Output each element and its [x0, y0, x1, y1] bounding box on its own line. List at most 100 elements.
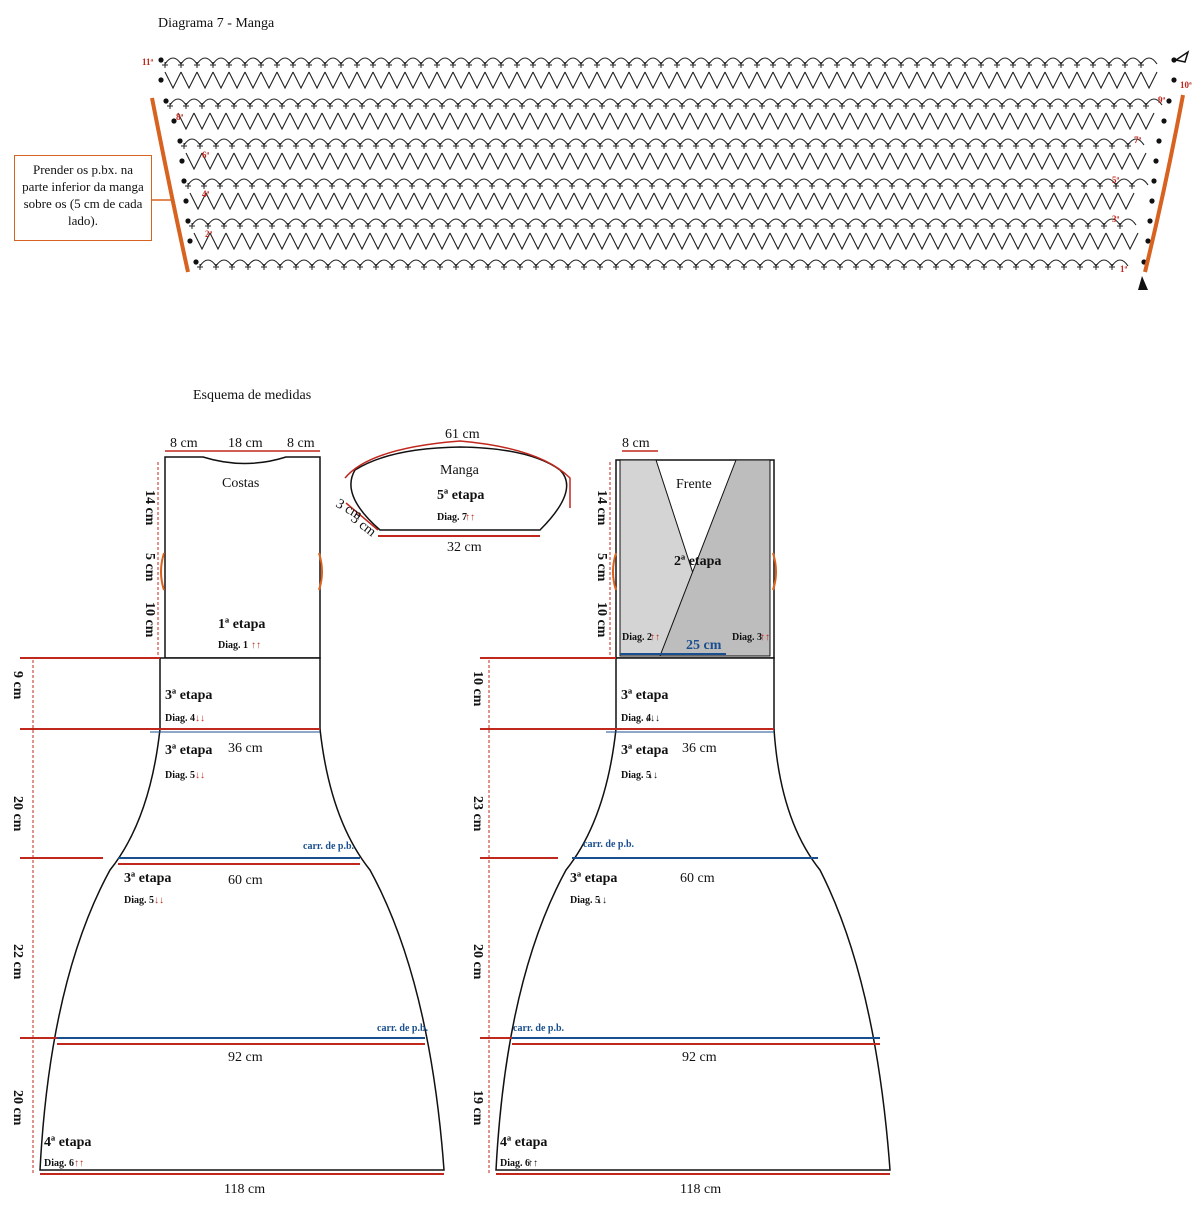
single-crochet-mark	[615, 103, 621, 109]
single-crochet-mark	[277, 264, 283, 270]
costas-etapa4: 4ª etapa	[44, 1135, 91, 1150]
single-crochet-mark	[455, 103, 461, 109]
single-crochet-mark	[885, 143, 891, 149]
sleeve-note-box: Prender os p.bx. na parte inferior da ma…	[14, 155, 152, 241]
single-crochet-mark	[301, 223, 307, 229]
single-crochet-mark	[743, 103, 749, 109]
frente-20cm: 20 cm	[470, 944, 485, 980]
single-crochet-mark	[349, 223, 355, 229]
single-crochet-mark	[541, 223, 547, 229]
single-crochet-mark	[709, 264, 715, 270]
single-crochet-mark	[425, 183, 431, 189]
single-crochet-mark	[199, 103, 205, 109]
single-crochet-mark	[317, 223, 323, 229]
single-crochet-mark	[409, 183, 415, 189]
row-label-11: 11ª	[142, 57, 154, 67]
crochet-row	[158, 57, 1177, 68]
single-crochet-mark	[729, 183, 735, 189]
single-crochet-mark	[599, 103, 605, 109]
row-label-1: 1ª	[1120, 264, 1128, 274]
single-crochet-mark	[329, 183, 335, 189]
single-crochet-mark	[917, 143, 923, 149]
single-crochet-mark	[597, 264, 603, 270]
single-crochet-mark	[185, 183, 191, 189]
single-crochet-mark	[261, 143, 267, 149]
single-crochet-mark	[373, 264, 379, 270]
single-crochet-mark	[181, 143, 187, 149]
costas-20cm-a: 20 cm	[10, 796, 25, 832]
single-crochet-mark	[669, 223, 675, 229]
frente-diag3: Diag. 3	[732, 632, 762, 643]
single-crochet-mark	[1077, 264, 1083, 270]
single-crochet-mark	[509, 223, 515, 229]
single-crochet-mark	[501, 264, 507, 270]
frente-armhole-mark-left	[612, 552, 617, 591]
single-crochet-mark	[1090, 62, 1096, 68]
single-crochet-mark	[197, 143, 203, 149]
manga-diag7: Diag. 7	[437, 512, 467, 523]
single-crochet-mark	[178, 62, 184, 68]
single-crochet-mark	[489, 183, 495, 189]
crochet-stitches	[183, 138, 1145, 146]
costas-diag5-b-down-arrows-icon: ↓↓	[154, 895, 164, 906]
single-crochet-mark	[706, 62, 712, 68]
single-crochet-mark	[661, 143, 667, 149]
single-crochet-mark	[645, 264, 651, 270]
crochet-stitches	[193, 232, 1139, 251]
single-crochet-mark	[989, 223, 995, 229]
single-crochet-mark	[341, 143, 347, 149]
single-crochet-mark	[797, 223, 803, 229]
single-crochet-mark	[343, 103, 349, 109]
frente-23cm: 23 cm	[470, 796, 485, 832]
single-crochet-mark	[709, 143, 715, 149]
frente-19cm: 19 cm	[470, 1090, 485, 1126]
single-crochet-mark	[375, 103, 381, 109]
manga-61cm: 61 cm	[445, 427, 480, 442]
diagram7-chart: Diagrama 7 - Manga 11ª 8ª 6ª 4ª 2ª 10ª 9…	[142, 16, 1192, 290]
single-crochet-mark	[1029, 264, 1035, 270]
single-crochet-mark	[194, 62, 200, 68]
single-crochet-mark	[359, 103, 365, 109]
single-crochet-mark	[903, 103, 909, 109]
single-crochet-mark	[825, 183, 831, 189]
single-crochet-mark	[869, 143, 875, 149]
chain-dot	[1147, 218, 1153, 224]
single-crochet-mark	[1138, 62, 1144, 68]
crochet-row	[163, 98, 1172, 109]
single-crochet-mark	[1061, 264, 1067, 270]
costas-bodice-outline	[164, 456, 321, 659]
single-crochet-mark	[937, 183, 943, 189]
single-crochet-mark	[775, 103, 781, 109]
costas-diag6: Diag. 6	[44, 1158, 74, 1169]
row-label-8: 8ª	[176, 112, 184, 122]
crochet-row	[158, 71, 1177, 90]
frente-skirt-outline	[495, 728, 891, 1171]
costas-piece: 8 cm 18 cm 8 cm Costas 14 cm 5 cm 10 cm …	[10, 436, 445, 1197]
row-label-9: 9ª	[1158, 95, 1166, 105]
chain-dot	[1145, 238, 1151, 244]
single-crochet-mark	[873, 183, 879, 189]
single-crochet-mark	[649, 183, 655, 189]
manga-outline	[350, 446, 568, 531]
single-crochet-mark	[805, 264, 811, 270]
single-crochet-mark	[725, 143, 731, 149]
single-crochet-mark	[629, 143, 635, 149]
single-crochet-mark	[850, 62, 856, 68]
frente-etapa3-c: 3ª etapa	[570, 871, 617, 886]
right-edge-mark	[1143, 94, 1185, 273]
single-crochet-mark	[711, 103, 717, 109]
frente-10cm: 10 cm	[594, 602, 609, 638]
costas-diag1: Diag. 1	[218, 640, 248, 651]
single-crochet-mark	[901, 143, 907, 149]
single-crochet-mark	[1095, 103, 1101, 109]
single-crochet-mark	[365, 223, 371, 229]
single-crochet-mark	[679, 103, 685, 109]
single-crochet-mark	[1097, 183, 1103, 189]
single-crochet-mark	[905, 183, 911, 189]
costas-etapa3-a: 3ª etapa	[165, 688, 212, 703]
single-crochet-mark	[834, 62, 840, 68]
single-crochet-mark	[473, 183, 479, 189]
single-crochet-mark	[477, 223, 483, 229]
single-crochet-mark	[738, 62, 744, 68]
single-crochet-mark	[501, 143, 507, 149]
